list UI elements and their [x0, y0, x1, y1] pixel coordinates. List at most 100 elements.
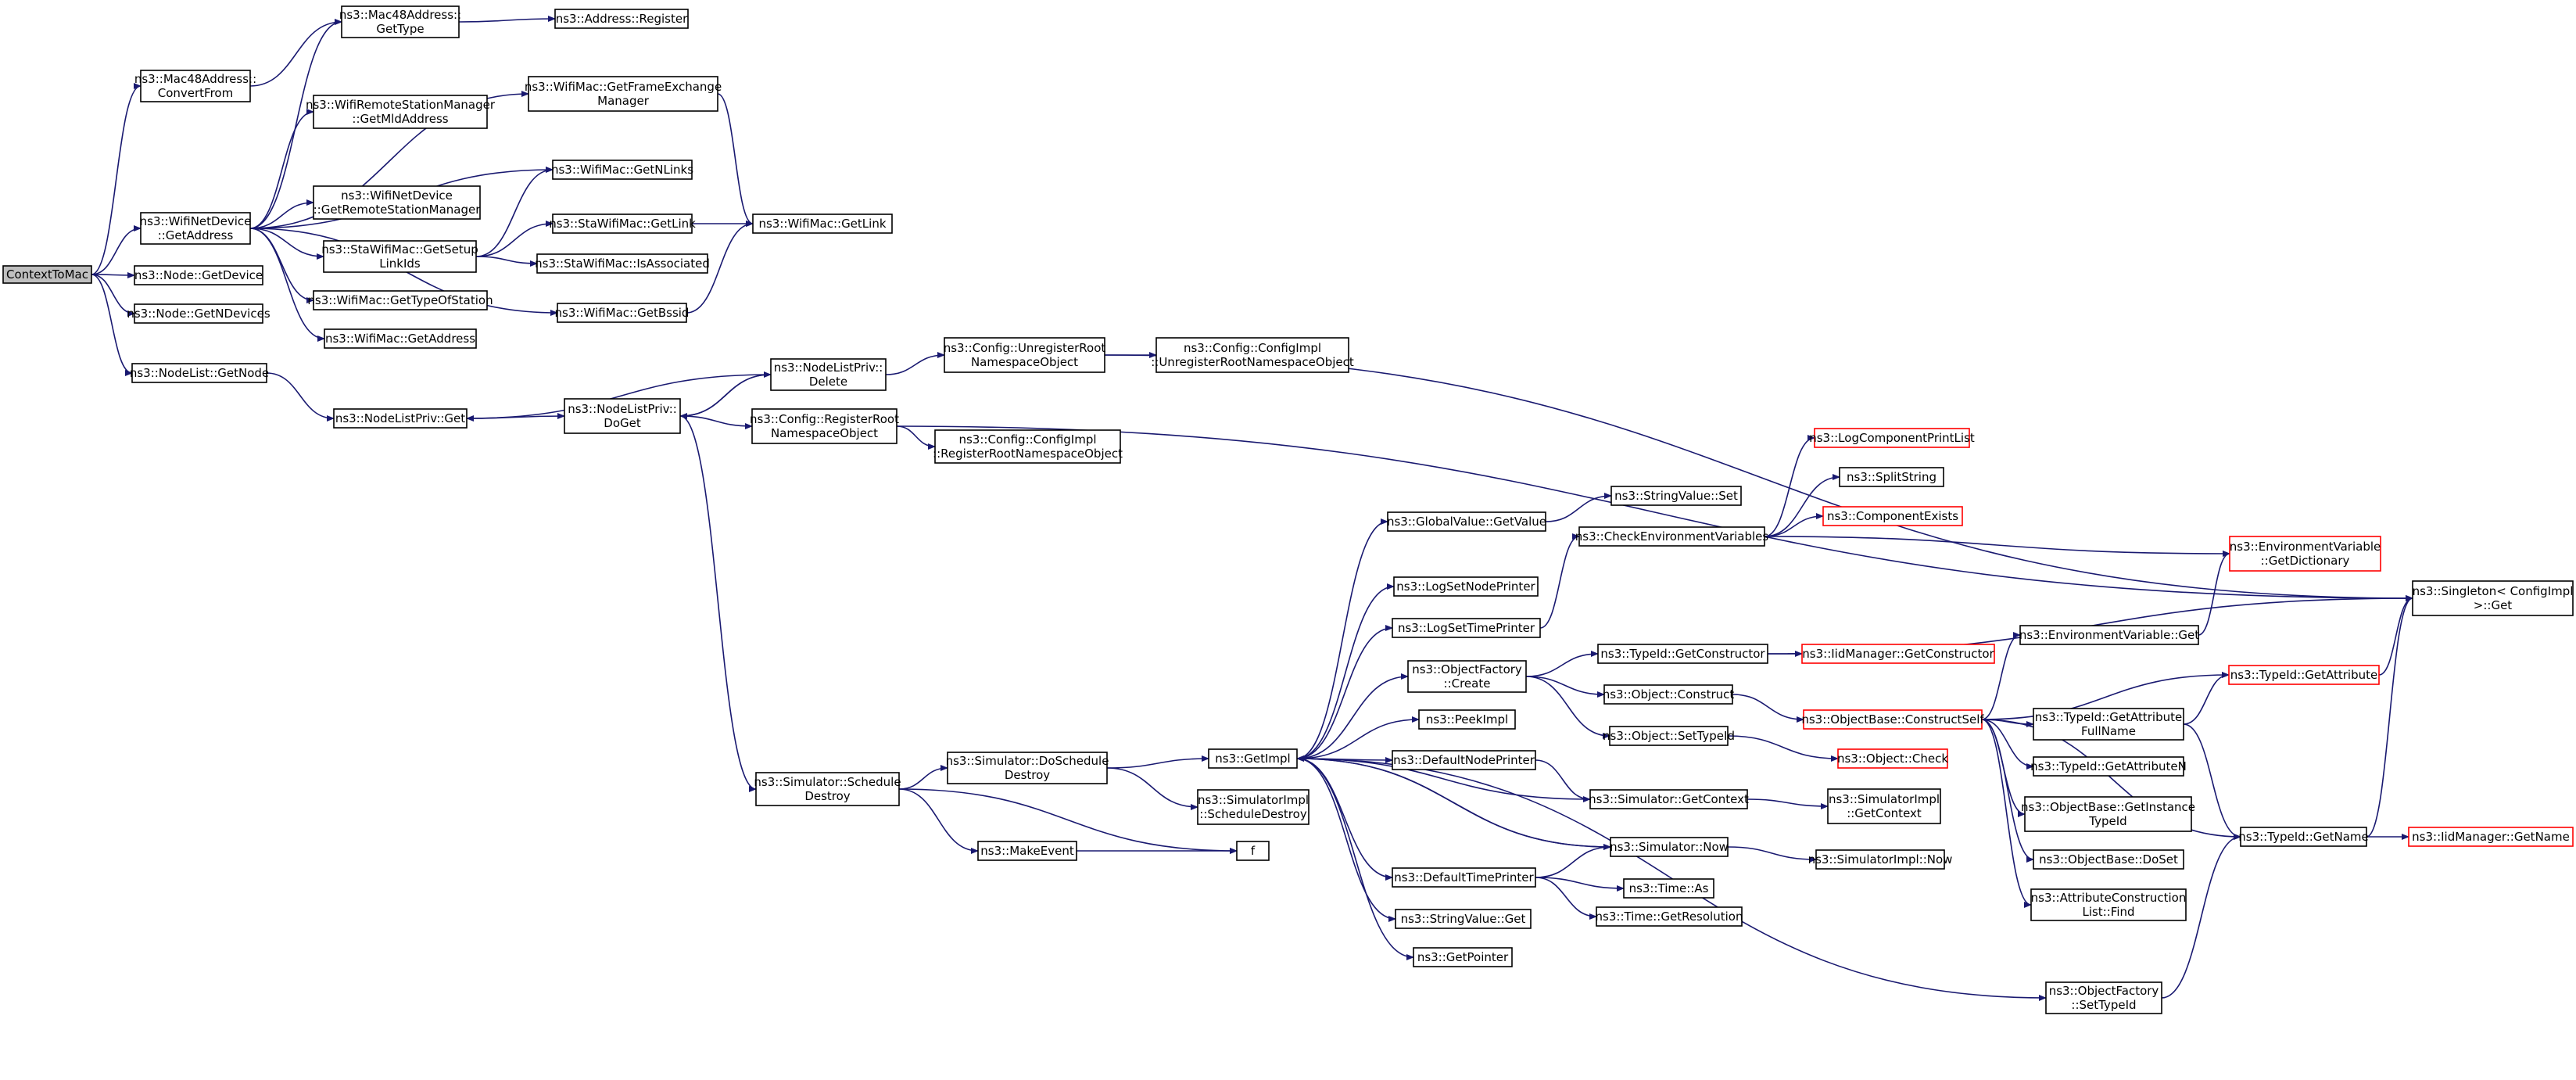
node-ns3-time-getresolution[interactable]: ns3::Time::GetResolution: [1596, 906, 1743, 927]
node-box: [333, 408, 468, 429]
node-ns3-stringvalue-set[interactable]: ns3::StringValue::Set: [1610, 486, 1742, 506]
edge-n32-n33: [1764, 536, 2230, 557]
node-ns3-simulatorimpl-getcontext[interactable]: ns3::SimulatorImpl::GetContext: [1827, 788, 1941, 824]
node-box: [1236, 841, 1270, 861]
node-ns3-mac48address-convertfrom[interactable]: ns3::Mac48Address::ConvertFrom: [134, 70, 256, 102]
node-ns3-nodelist-getnode[interactable]: ns3::NodeList::GetNode: [130, 363, 269, 383]
edge-n43-n56: [2183, 723, 2241, 840]
node-ns3-typeid-getattributen[interactable]: ns3::TypeId::GetAttributeN: [2030, 756, 2187, 777]
node-ns3-objectfactory-create[interactable]: ns3::ObjectFactory::Create: [1407, 660, 1527, 693]
edge-n20-n24: [679, 415, 753, 429]
node-ns3-simulatorimpl-now[interactable]: ns3::SimulatorImpl::Now: [1808, 849, 1953, 870]
edge-n51-n48: [898, 765, 948, 790]
node-label-line: ns3::StringValue::Get: [1401, 912, 1526, 926]
node-box: [977, 841, 1077, 861]
node-label-line: ns3::TypeId::GetAttribute: [2035, 710, 2182, 724]
node-ns3-wifiremotestationmanager-getmldaddress[interactable]: ns3::WifiRemoteStationManager::GetMldAdd…: [306, 95, 496, 129]
node-ns3-simulator-schedule-destroy[interactable]: ns3::Simulator::ScheduleDestroy: [754, 772, 901, 806]
node-ns3-stawifimac-isassociated[interactable]: ns3::StaWifiMac::IsAssociated: [535, 253, 710, 274]
node-ns3-iidmanager-getname[interactable]: ns3::IidManager::GetName: [2408, 827, 2574, 847]
node-label-line: ns3::TypeId::GetConstructor: [1600, 647, 1765, 661]
node-label-line: ns3::Config::RegisterRoot: [750, 412, 899, 426]
node-ns3-typeid-getattribute[interactable]: ns3::TypeId::GetAttribute: [2228, 665, 2380, 685]
node-ns3-getpointer[interactable]: ns3::GetPointer: [1413, 947, 1513, 967]
node-label-line: ns3::NodeListPriv::: [568, 402, 677, 416]
node-box: [751, 408, 897, 444]
node-label-line: ns3::TypeId::GetAttribute: [2230, 668, 2377, 682]
node-ns3-node-getdevice[interactable]: ns3::Node::GetDevice: [134, 265, 263, 285]
node-ns3-nodelistpriv-delete[interactable]: ns3::NodeListPriv::Delete: [770, 358, 887, 391]
node-ns3-simulatorimpl-scheduledestroy[interactable]: ns3::SimulatorImpl::ScheduleDestroy: [1197, 789, 1309, 825]
node-ns3-stringvalue-get[interactable]: ns3::StringValue::Get: [1395, 909, 1532, 929]
node-ns3-config-unregisterroot-namespaceobject[interactable]: ns3::Config::UnregisterRootNamespaceObje…: [944, 337, 1106, 373]
node-ns3-object-settypeid[interactable]: ns3::Object::SetTypeId: [1603, 726, 1735, 746]
node-ns3-defaultnodeprinter[interactable]: ns3::DefaultNodePrinter: [1392, 750, 1536, 770]
node-ns3-splitstring[interactable]: ns3::SplitString: [1839, 467, 1944, 487]
node-ns3-config-registerroot-namespaceobject[interactable]: ns3::Config::RegisterRootNamespaceObject: [750, 408, 899, 444]
node-label-line: ns3::WifiMac::GetTypeOfStation: [307, 293, 493, 307]
node-label-line: ns3::SimulatorImpl: [1829, 792, 1940, 806]
edge-n11-n9: [475, 221, 554, 257]
node-box: [1839, 467, 1944, 487]
node-ns3-environmentvariable-get[interactable]: ns3::EnvironmentVariable::Get: [2019, 625, 2199, 645]
node-ns3-simulator-getcontext[interactable]: ns3::Simulator::GetContext: [1589, 789, 1749, 809]
node-ns3-objectbase-doset[interactable]: ns3::ObjectBase::DoSet: [2033, 849, 2184, 870]
node-ns3-typeid-getname[interactable]: ns3::TypeId::GetName: [2238, 827, 2369, 847]
edge-n37-n45: [1525, 676, 1610, 739]
node-ns3-logcomponentprintlist[interactable]: ns3::LogComponentPrintList: [1809, 428, 1975, 448]
node-ns3-wifimac-getaddress[interactable]: ns3::WifiMac::GetAddress: [324, 328, 477, 349]
node-ns3-makeevent[interactable]: ns3::MakeEvent: [977, 841, 1077, 861]
node-ns3-nodelistpriv-get[interactable]: ns3::NodeListPriv::Get: [333, 408, 468, 429]
node-ns3-nodelistpriv-doget[interactable]: ns3::NodeListPriv::DoGet: [564, 398, 681, 434]
node-ns3-stawifimac-getlink[interactable]: ns3::StaWifiMac::GetLink: [549, 213, 696, 234]
node-label-line: ns3::ObjectBase::GetInstance: [2021, 800, 2195, 814]
node-ns3-address-register[interactable]: ns3::Address::Register: [554, 9, 689, 29]
node-ns3-logsetnodeprinter[interactable]: ns3::LogSetNodePrinter: [1393, 576, 1539, 597]
node-ns3-simulator-now[interactable]: ns3::Simulator::Now: [1610, 837, 1729, 857]
node-label-line: TypeId: [2088, 814, 2126, 828]
node-ns3-wifinetdevice-getremotestationmanager[interactable]: ns3::WifiNetDevice::GetRemoteStationMana…: [313, 185, 482, 220]
node-label-line: ns3::ObjectFactory: [1412, 662, 1522, 676]
node-ns3-config-configimpl-registerrootnamespaceobject[interactable]: ns3::Config::ConfigImpl::RegisterRootNam…: [933, 429, 1123, 464]
node-ns3-typeid-getconstructor[interactable]: ns3::TypeId::GetConstructor: [1597, 644, 1768, 664]
node-ns3-checkenvironmentvariables[interactable]: ns3::CheckEnvironmentVariables: [1575, 526, 1769, 547]
node-ns3-config-configimpl-unregisterrootnamespaceobject[interactable]: ns3::Config::ConfigImpl::UnregisterRootN…: [1151, 337, 1354, 373]
edge-n11-n12: [475, 256, 538, 267]
node-contexttomac[interactable]: ContextToMac: [2, 265, 92, 284]
node-f[interactable]: f: [1236, 841, 1270, 861]
node-ns3-wifimac-gettypeofstation[interactable]: ns3::WifiMac::GetTypeOfStation: [307, 290, 493, 310]
node-ns3-singleton-configimpl-get[interactable]: ns3::Singleton< ConfigImpl >::Get: [2412, 580, 2574, 616]
node-ns3-getimpl[interactable]: ns3::GetImpl: [1208, 748, 1298, 769]
node-ns3-object-construct[interactable]: ns3::Object::Construct: [1603, 684, 1735, 705]
node-ns3-componentexists[interactable]: ns3::ComponentExists: [1822, 506, 1963, 526]
node-ns3-time-as[interactable]: ns3::Time::As: [1623, 878, 1714, 899]
node-ns3-wifimac-getlink[interactable]: ns3::WifiMac::GetLink: [752, 213, 893, 234]
node-label-line: ns3::IidManager::GetConstructor: [1802, 647, 1994, 661]
node-ns3-wifimac-getbssid[interactable]: ns3::WifiMac::GetBssid: [555, 303, 690, 323]
node-ns3-iidmanager-getconstructor[interactable]: ns3::IidManager::GetConstructor: [1801, 644, 1995, 664]
node-ns3-defaulttimeprinter[interactable]: ns3::DefaultTimePrinter: [1392, 867, 1536, 888]
node-ns3-object-check[interactable]: ns3::Object::Check: [1837, 748, 1948, 769]
edge-n32-n28: [1764, 474, 1840, 537]
node-ns3-objectbase-constructself[interactable]: ns3::ObjectBase::ConstructSelf: [1801, 709, 1984, 730]
node-ns3-peekimpl[interactable]: ns3::PeekImpl: [1418, 709, 1516, 730]
node-ns3-logsettimeprinter[interactable]: ns3::LogSetTimePrinter: [1392, 618, 1541, 638]
node-box: [1392, 618, 1541, 638]
node-ns3-wifimac-getnlinks[interactable]: ns3::WifiMac::GetNLinks: [551, 160, 693, 180]
node-ns3-globalvalue-getvalue[interactable]: ns3::GlobalValue::GetValue: [1387, 511, 1546, 532]
node-label-line: NamespaceObject: [771, 426, 878, 440]
node-ns3-node-getndevices[interactable]: ns3::Node::GetNDevices: [127, 303, 270, 324]
node-ns3-objectfactory-settypeid[interactable]: ns3::ObjectFactory::SetTypeId: [2045, 981, 2162, 1014]
edge-n53-n49: [1296, 755, 1591, 800]
node-ns3-environmentvariable-getdictionary[interactable]: ns3::EnvironmentVariable::GetDictionary: [2229, 536, 2381, 572]
node-ns3-wifinetdevice-getaddress[interactable]: ns3::WifiNetDevice::GetAddress: [140, 212, 252, 245]
node-ns3-mac48address-gettype[interactable]: ns3::Mac48Address::GetType: [339, 5, 461, 38]
node-label-line: ns3::GetImpl: [1215, 752, 1290, 766]
